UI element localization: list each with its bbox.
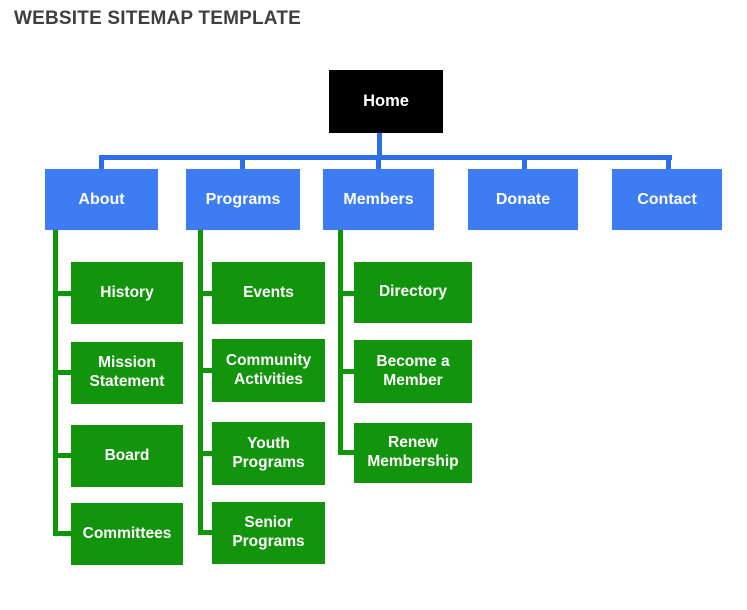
node-about: About	[45, 169, 158, 230]
connector-stub-events	[198, 291, 212, 296]
node-youth-programs: Youth Programs	[212, 422, 325, 485]
node-senior-programs: Senior Programs	[212, 502, 325, 564]
connector-programs-trunk	[198, 230, 203, 535]
connector-stub-directory	[338, 291, 354, 296]
node-contact: Contact	[612, 169, 722, 230]
node-committees: Committees	[71, 503, 183, 565]
page-title: WEBSITE SITEMAP TEMPLATE	[14, 8, 301, 29]
connector-stub-history	[53, 291, 71, 296]
node-become-a-member: Become a Member	[354, 340, 472, 403]
connector-stub-committees	[53, 531, 71, 536]
connector-stub-youth-programs	[198, 451, 212, 456]
connector-drop-members	[376, 155, 381, 169]
node-community-activities: Community Activities	[212, 339, 325, 402]
connector-stub-board	[53, 453, 71, 458]
connector-stub-senior-programs	[198, 530, 212, 535]
connector-home-drop	[377, 133, 382, 160]
connector-drop-programs	[240, 155, 245, 169]
connector-about-trunk	[53, 230, 58, 536]
node-programs: Programs	[186, 169, 300, 230]
connector-stub-community-activities	[198, 368, 212, 373]
connector-stub-renew-membership	[338, 450, 354, 455]
connector-drop-contact	[666, 155, 671, 169]
connector-level2-rail	[99, 155, 672, 160]
connector-drop-about	[99, 155, 104, 169]
connector-drop-donate	[522, 155, 527, 169]
connector-stub-become-a-member	[338, 369, 354, 374]
node-events: Events	[212, 262, 325, 324]
node-directory: Directory	[354, 262, 472, 323]
connector-members-trunk	[338, 230, 343, 455]
node-members: Members	[323, 169, 434, 230]
connector-stub-mission-statement	[53, 370, 71, 375]
node-history: History	[71, 262, 183, 324]
node-donate: Donate	[468, 169, 578, 230]
node-renew-membership: Renew Membership	[354, 423, 472, 483]
node-home: Home	[329, 70, 443, 133]
node-board: Board	[71, 425, 183, 487]
node-mission-statement: Mission Statement	[71, 342, 183, 404]
